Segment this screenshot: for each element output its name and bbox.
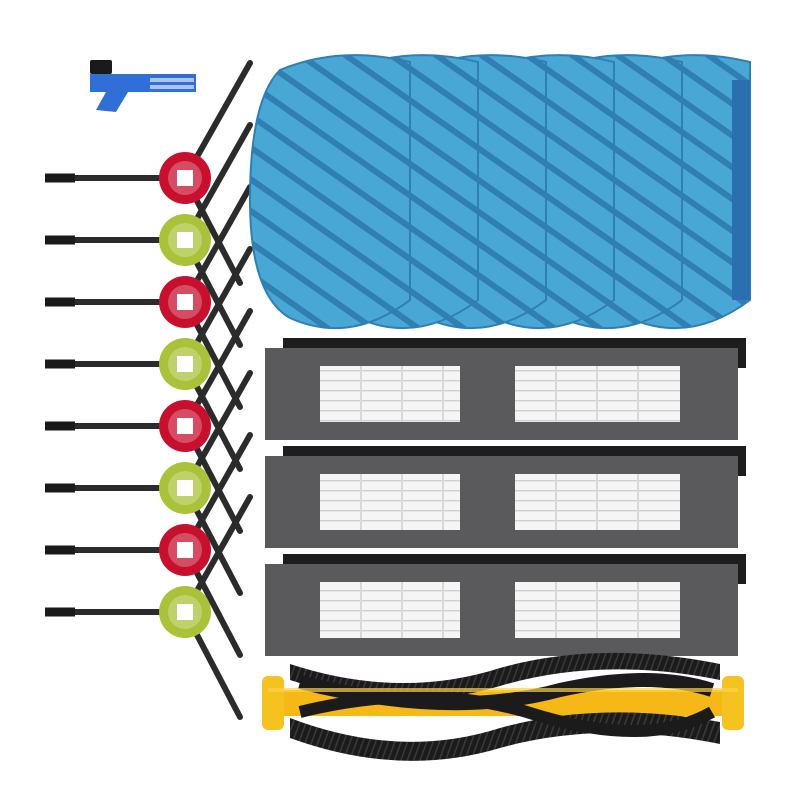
side-brushes-group [45, 60, 253, 720]
side-brush [45, 308, 253, 534]
side-brush [45, 370, 253, 596]
cleaning-tool [90, 60, 196, 112]
mop-pads-group [248, 54, 751, 329]
brush-hub-socket [177, 356, 193, 372]
side-brush [45, 432, 253, 658]
mop-pad [248, 54, 411, 329]
brush-hub-socket [177, 604, 193, 620]
side-brush [45, 246, 253, 472]
brush-hub-socket [177, 294, 193, 310]
side-brush [45, 184, 253, 410]
brush-hub-socket [177, 542, 193, 558]
hepa-filters-group [265, 338, 746, 656]
side-brush [45, 494, 253, 720]
mop-pad-mount-strip [732, 80, 750, 300]
hepa-filter [460, 338, 746, 440]
brush-hub-socket [177, 170, 193, 186]
main-roller-brush [262, 652, 744, 761]
brush-hub-socket [177, 418, 193, 434]
brush-hub-socket [177, 480, 193, 496]
brush-hub-socket [177, 232, 193, 248]
hepa-filter [460, 446, 746, 548]
hepa-filter [460, 554, 746, 656]
side-brush [45, 60, 253, 286]
mop-pad-cloth [248, 54, 411, 329]
side-brush [45, 122, 253, 348]
